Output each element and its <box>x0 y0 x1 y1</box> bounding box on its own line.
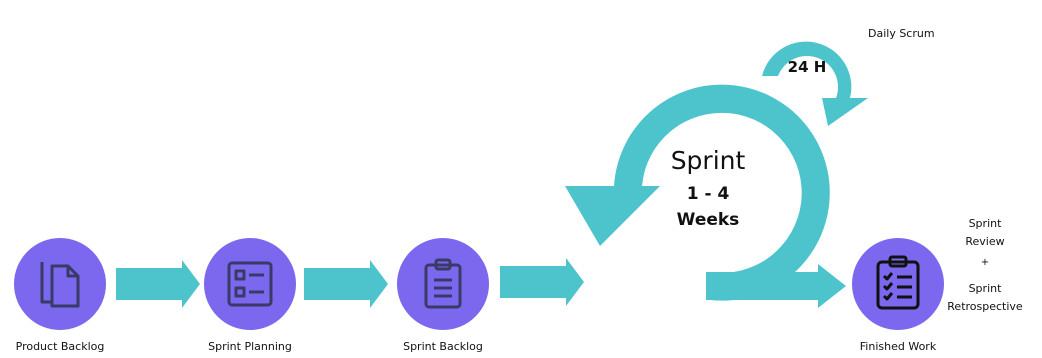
arrow-product-to-planning <box>116 260 200 308</box>
sprint-backlog-circle <box>397 238 489 330</box>
checklist-clipboard-icon <box>876 255 920 310</box>
list-form-icon <box>227 261 273 307</box>
sprint-planning-label: Sprint Planning <box>208 340 292 353</box>
sprint-review-line2: Review <box>965 235 1005 248</box>
sprint-retro-line2: Retrospective <box>947 300 1023 313</box>
clipboard-icon <box>424 258 462 309</box>
sprint-review-plus: + <box>980 257 990 268</box>
daily-scrum-duration: 24 H <box>787 58 827 76</box>
product-backlog-label: Product Backlog <box>15 340 105 353</box>
sprint-review-line1: Sprint <box>968 217 1002 230</box>
arrow-backlog-to-sprint <box>500 258 584 306</box>
sprint-planning-circle <box>204 238 296 330</box>
sprint-retro-line1: Sprint <box>968 282 1002 295</box>
daily-scrum-loop-arrow <box>762 41 868 126</box>
sprint-backlog-label: Sprint Backlog <box>403 340 483 353</box>
sprint-loop-arrow <box>565 84 830 301</box>
sprint-duration-unit: Weeks <box>676 210 740 230</box>
arrow-planning-to-backlog <box>304 260 388 308</box>
sprint-title: Sprint <box>670 146 746 175</box>
finished-work-circle <box>852 238 944 330</box>
daily-scrum-label: Daily Scrum <box>868 27 935 40</box>
finished-work-label: Finished Work <box>859 340 937 353</box>
documents-icon <box>40 262 80 308</box>
sprint-duration-range: 1 - 4 <box>686 184 730 204</box>
product-backlog-circle <box>14 238 106 330</box>
